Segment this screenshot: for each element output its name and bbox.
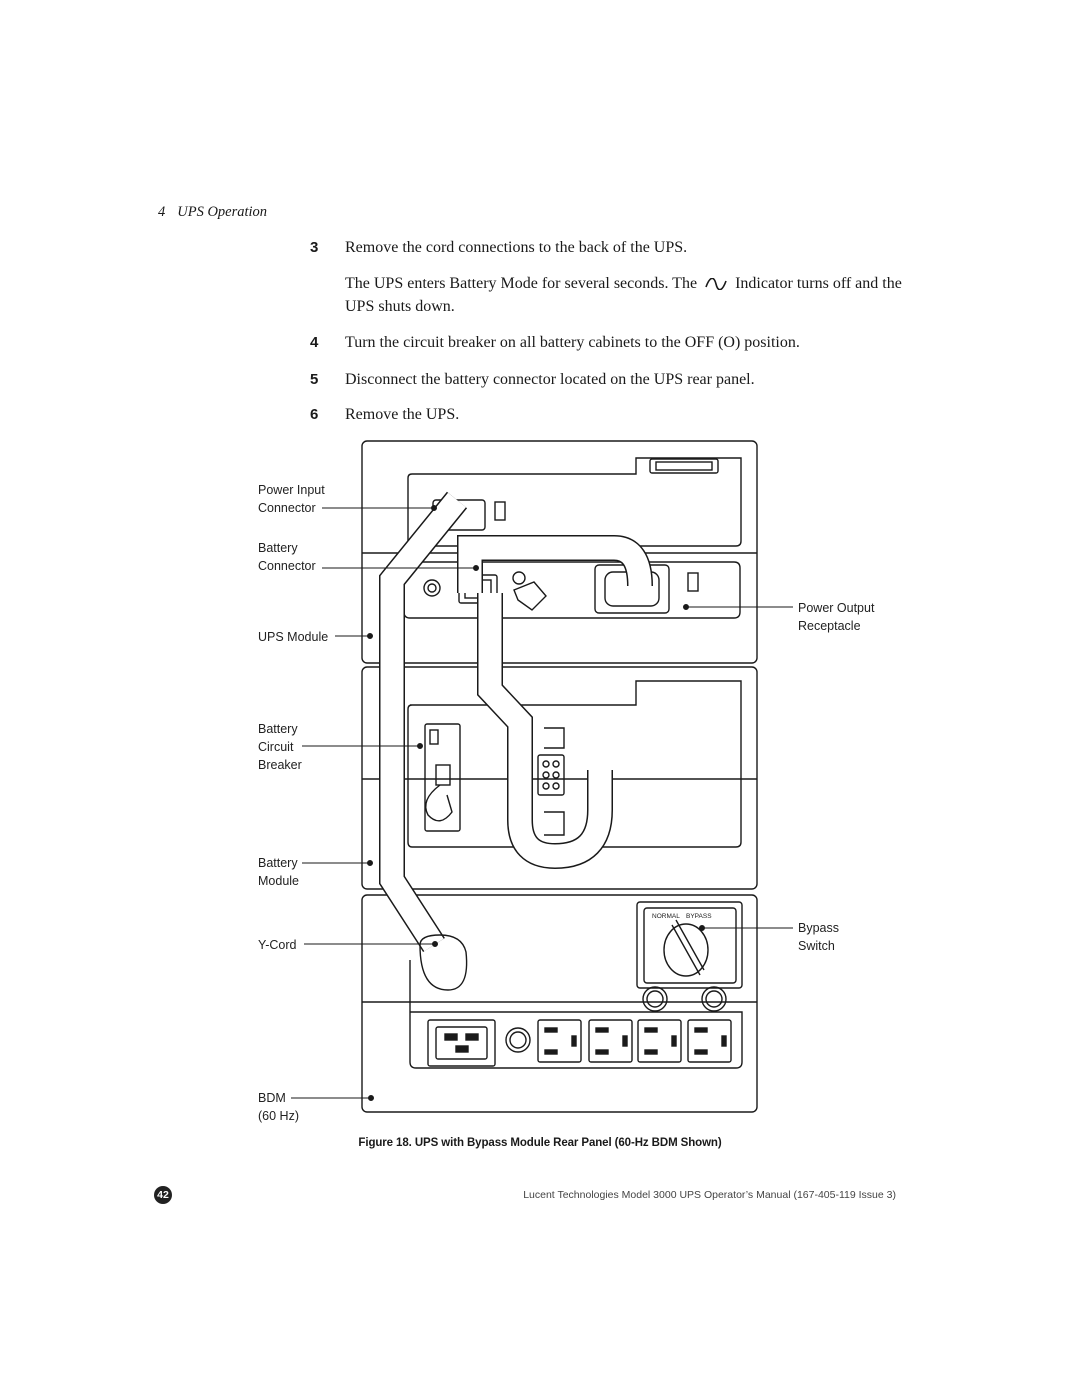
battery-module-drawing	[361, 666, 758, 890]
running-header: 4 UPS Operation	[158, 204, 267, 221]
chapter-title: UPS Operation	[177, 204, 268, 220]
step-number: 4	[310, 334, 319, 351]
page-number: 42	[154, 1186, 172, 1204]
outlet-1	[537, 1019, 582, 1063]
step-text: Remove the UPS.	[345, 406, 460, 423]
step-number: 3	[310, 239, 319, 256]
sine-wave-icon	[705, 275, 727, 296]
switch-bypass-label: BYPASS	[686, 913, 712, 920]
outlet-3	[637, 1019, 682, 1063]
step-text: Disconnect the battery connector located…	[345, 371, 755, 388]
step-text: Turn the circuit breaker on all battery …	[345, 334, 800, 351]
note-text-after: Indicator turns off and the UPS shuts do…	[345, 275, 902, 315]
footer-manual-title: Lucent Technologies Model 3000 UPS Opera…	[523, 1189, 896, 1201]
outlet-4	[687, 1019, 732, 1063]
switch-markings: NORMAL BYPASS	[652, 913, 712, 920]
step-number: 5	[310, 371, 319, 388]
outlet-2	[588, 1019, 633, 1063]
leader-lines	[291, 505, 793, 1101]
label-bdm: BDM(60 Hz)	[258, 1091, 299, 1123]
y-cord-drawing	[379, 491, 653, 991]
chapter-number: 4	[158, 204, 166, 220]
step-3-note: The UPS enters Battery Mode for several …	[345, 273, 905, 317]
label-y-cord: Y-Cord	[258, 938, 297, 952]
step-text: Remove the cord connections to the back …	[345, 239, 688, 256]
switch-normal-label: NORMAL	[652, 913, 680, 920]
figure-caption: Figure 18. UPS with Bypass Module Rear P…	[358, 1137, 722, 1149]
bdm-drawing	[361, 894, 758, 1113]
label-ups-module: UPS Module	[258, 630, 329, 644]
note-text-before: The UPS enters Battery Mode for several …	[345, 275, 698, 292]
step-number: 6	[310, 406, 319, 423]
